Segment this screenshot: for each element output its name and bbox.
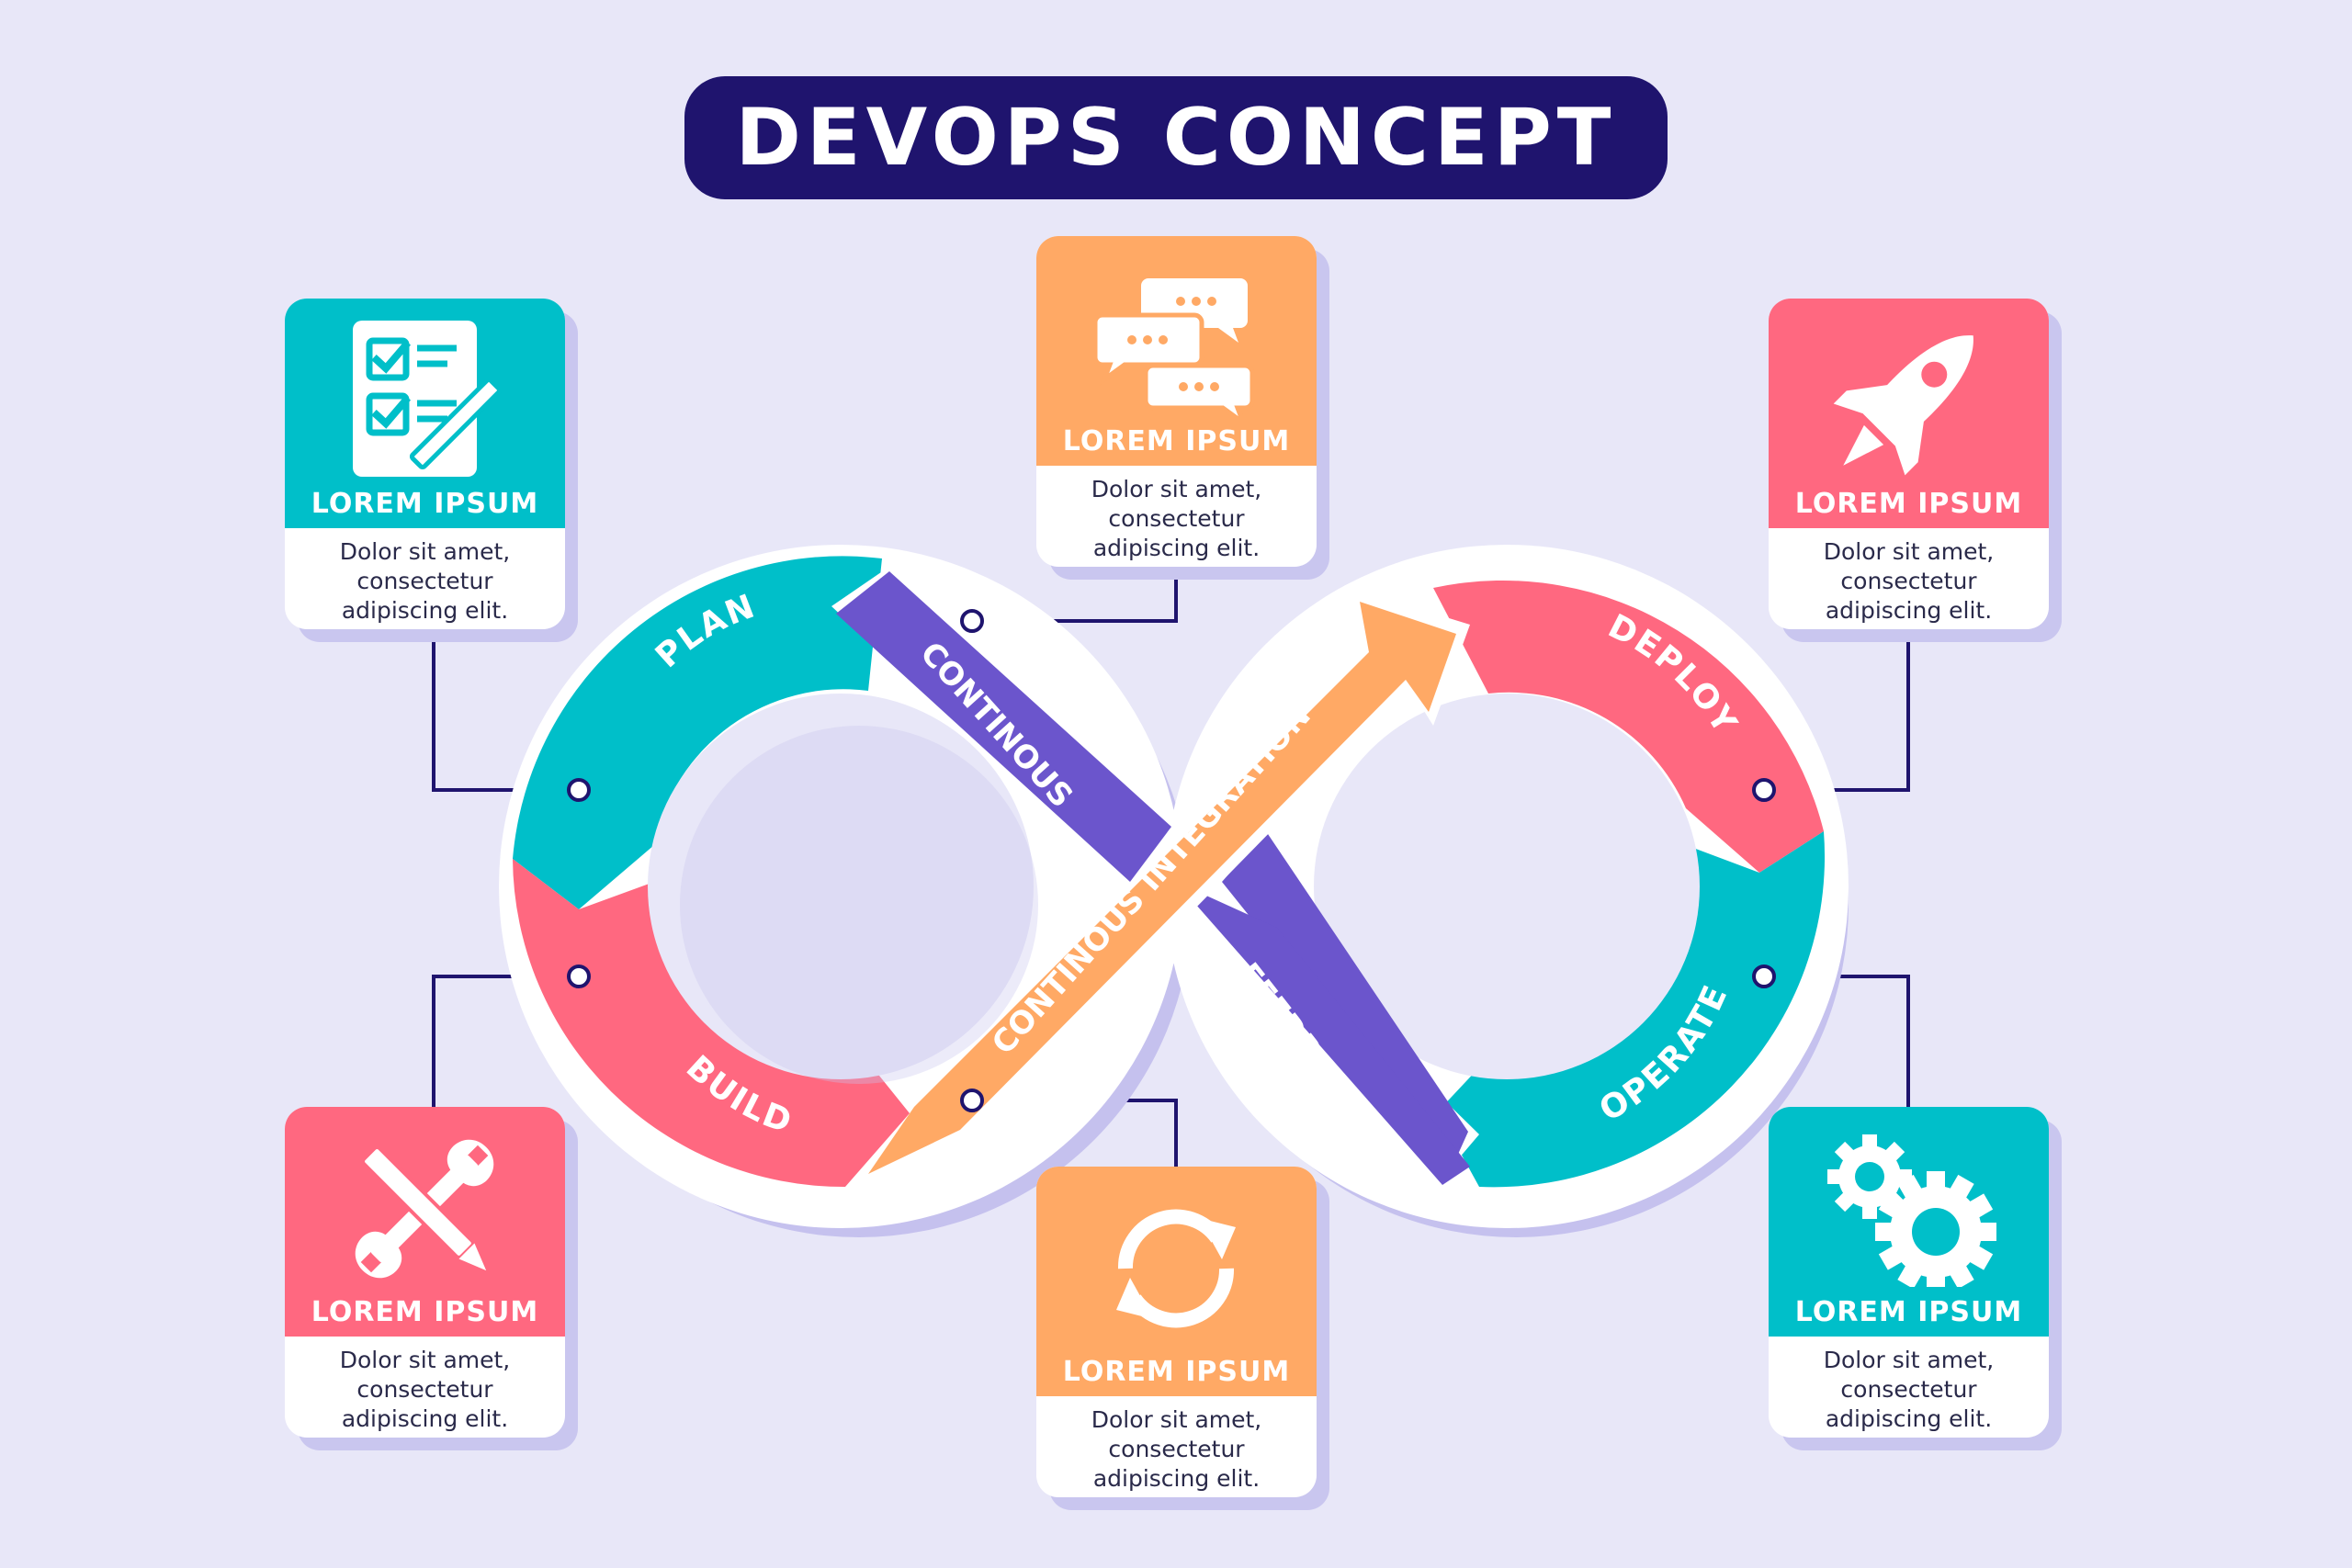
title-banner: DEVOPS CONCEPT	[684, 76, 1668, 199]
connector-dots	[567, 609, 1776, 1112]
continous-integration-band	[868, 602, 1456, 1174]
feedback-band	[1222, 831, 1468, 1168]
page-title: DEVOPS CONCEPT	[735, 92, 1617, 184]
checklist-icon	[353, 321, 503, 477]
rocket-icon	[1833, 335, 1973, 476]
refresh-icon	[1116, 1209, 1236, 1328]
tools-icon	[355, 1139, 494, 1279]
continous-band	[836, 571, 1171, 882]
deploy-segment	[1433, 580, 1824, 873]
chat-bubbles-icon	[1092, 278, 1255, 416]
plan-segment	[513, 556, 882, 909]
gears-icon	[1827, 1134, 1996, 1287]
